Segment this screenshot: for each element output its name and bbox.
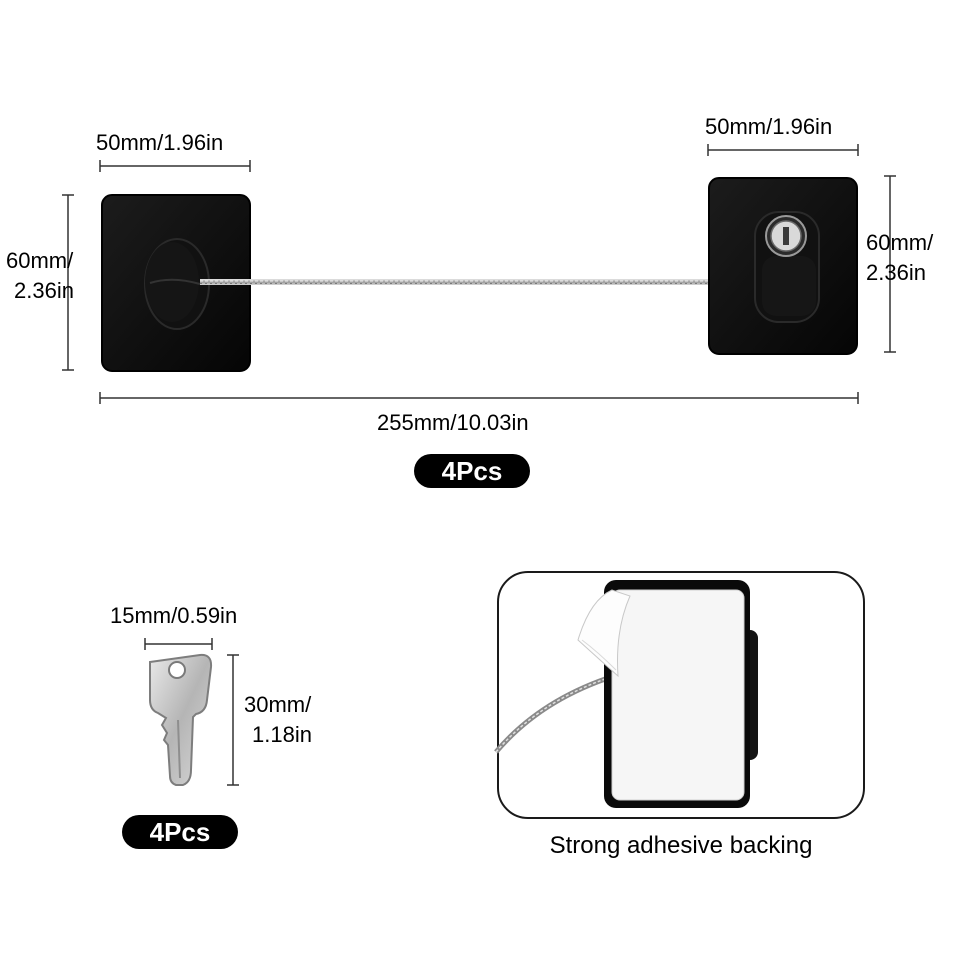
steel-cable — [200, 279, 715, 285]
left-width-label: 50mm/1.96in — [96, 130, 224, 155]
key-quantity-badge: 4Pcs — [122, 815, 238, 849]
key-width-label: 15mm/0.59in — [110, 603, 238, 628]
length-dimension-line — [99, 392, 859, 404]
adhesive-caption: Strong adhesive backing — [549, 832, 813, 859]
adhesive-backing-illustration — [494, 580, 758, 808]
left-lock-plate — [101, 194, 251, 372]
right-height-label-line1: 60mm/ — [866, 230, 934, 255]
lock-quantity-badge: 4Pcs — [414, 454, 530, 488]
right-width-dimension-line — [707, 144, 859, 156]
right-lock-plate — [708, 177, 858, 355]
key-height-dimension-line — [227, 654, 239, 786]
left-height-label-line2: 2.36in — [14, 278, 74, 303]
right-width-label: 50mm/1.96in — [705, 114, 833, 139]
key-height-label-line1: 30mm/ — [244, 692, 312, 717]
key-width-dimension-line — [144, 638, 213, 650]
left-width-dimension-line — [99, 160, 251, 172]
right-height-dimension-line — [884, 175, 896, 353]
left-height-dimension-line — [62, 194, 74, 371]
left-height-label-line1: 60mm/ — [6, 248, 74, 273]
length-label: 255mm/10.03in — [377, 410, 529, 435]
key-height-label-line2: 1.18in — [252, 722, 312, 747]
right-height-label-line2: 2.36in — [866, 260, 926, 285]
key-illustration — [149, 653, 213, 786]
